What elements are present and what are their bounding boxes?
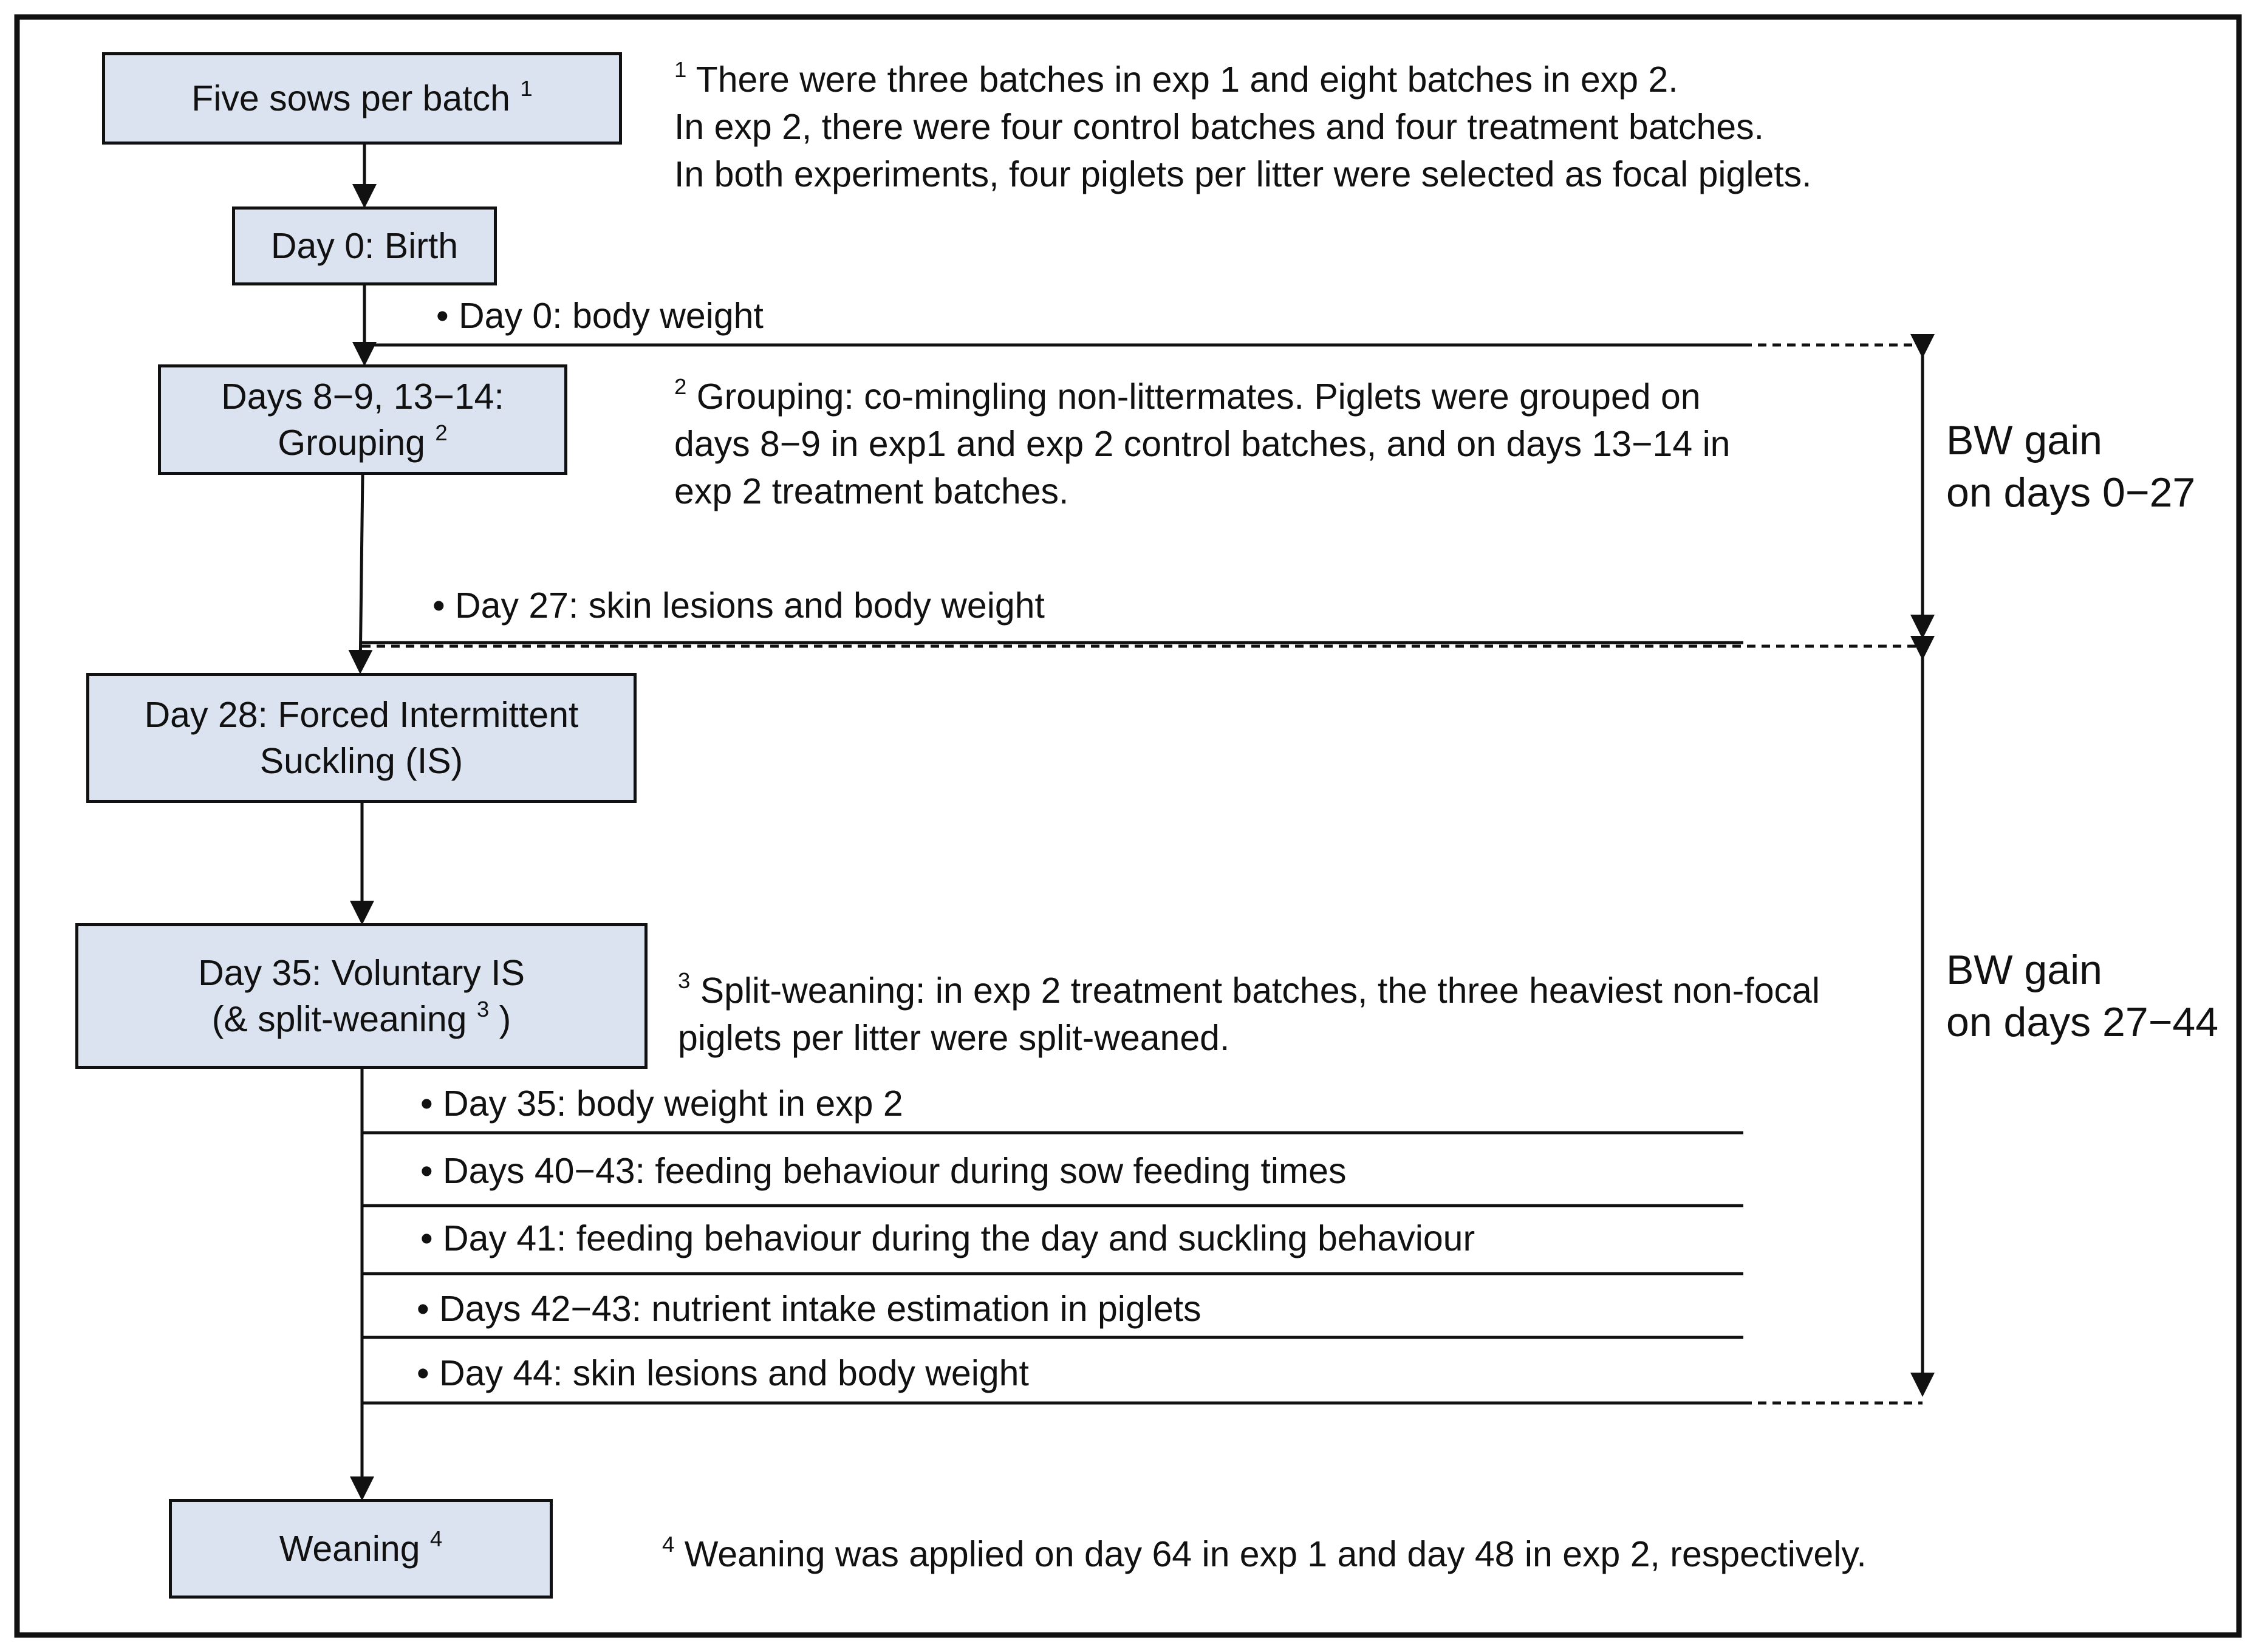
event-day35-body-weight: • Day 35: body weight in exp 2 <box>420 1084 903 1124</box>
event-day0-body-weight: • Day 0: body weight <box>436 296 764 336</box>
arrow-grouping-to-forced <box>348 474 373 674</box>
box-weaning: Weaning 4 <box>169 1499 553 1599</box>
footnote-4: 4 Weaning was applied on day 64 in exp 1… <box>662 1532 1867 1574</box>
outer-border <box>14 14 2242 1638</box>
footnote-1: 1 There were three batches in exp 1 and … <box>674 57 1812 194</box>
event-day27-skin-lesions: • Day 27: skin lesions and body weight <box>432 585 1045 626</box>
event-day41-feeding-suckling: • Day 41: feeding behaviour during the d… <box>420 1218 1475 1258</box>
box-grouping: Days 8−9, 13−14: Grouping 2 <box>158 364 567 475</box>
bw-gain-label-27-44: BW gain on days 27−44 <box>1946 947 2219 1045</box>
event-days40-43-feeding: • Days 40−43: feeding behaviour during s… <box>420 1151 1347 1191</box>
box-forced-intermittent-suckling: Day 28: Forced Intermittent Suckling (IS… <box>86 673 637 803</box>
box-voluntary-is: Day 35: Voluntary IS (& split-weaning 3 … <box>75 923 648 1069</box>
box-day0-birth: Day 0: Birth <box>232 206 497 285</box>
event-day44-skin-lesions: • Day 44: skin lesions and body weight <box>417 1353 1029 1393</box>
box-five-sows: Five sows per batch 1 <box>102 52 622 145</box>
event-days42-43-nutrient-intake: • Days 42−43: nutrient intake estimation… <box>417 1289 1201 1329</box>
footnote-3: 3 Split-weaning: in exp 2 treatment batc… <box>678 968 1820 1058</box>
footnote-2: 2 Grouping: co-mingling non-littermates.… <box>674 374 1731 511</box>
bw-gain-label-0-27: BW gain on days 0−27 <box>1946 417 2196 516</box>
